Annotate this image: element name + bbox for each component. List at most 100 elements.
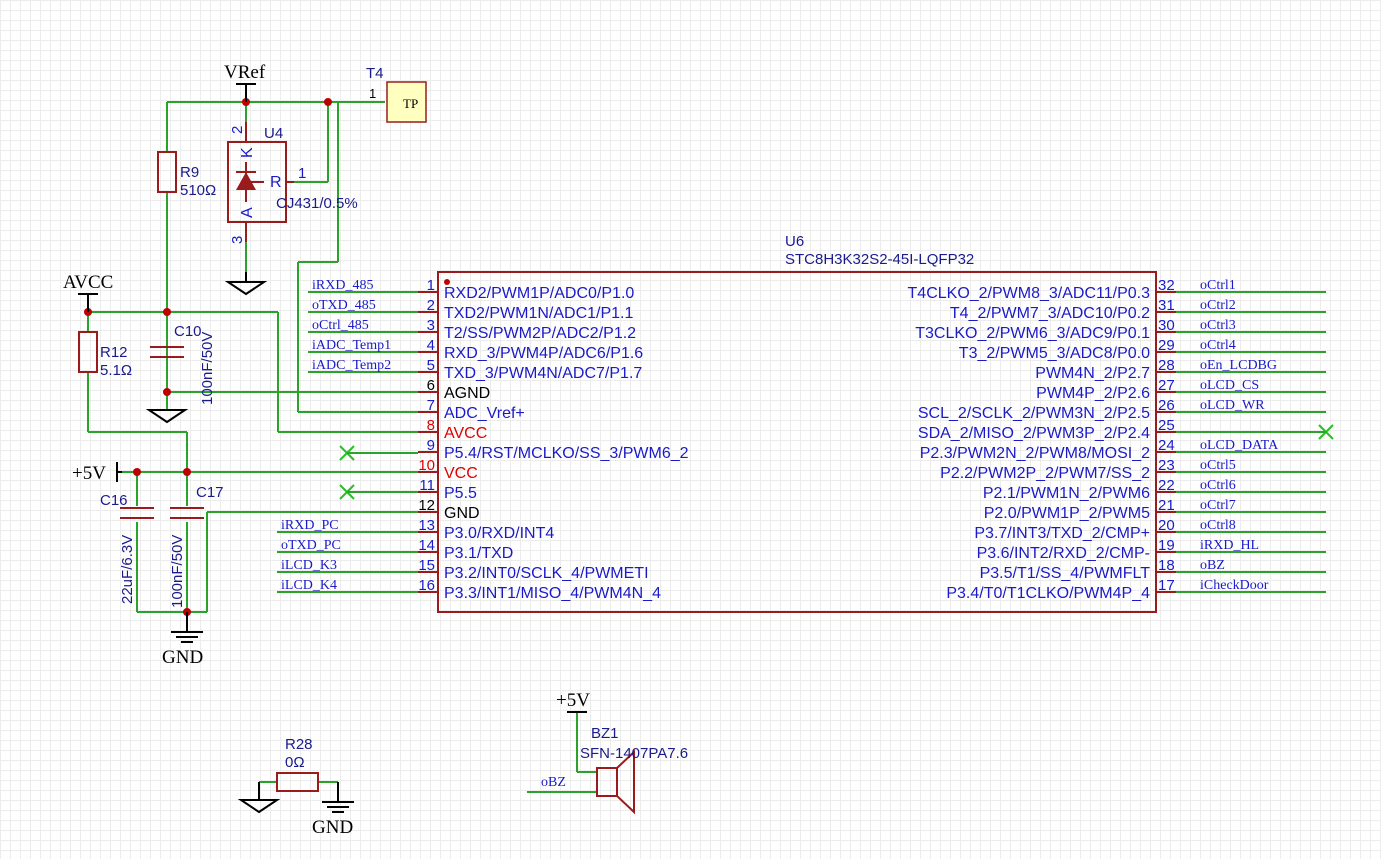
- net-label: oCtrl_485: [312, 318, 369, 333]
- r12-value: 5.1Ω: [100, 362, 132, 379]
- r9-resistor: R9 510Ω: [157, 151, 216, 199]
- net-label: oCtrl5: [1200, 458, 1236, 473]
- u6-pin-number: 19: [1158, 537, 1175, 554]
- net-label: iADC_Temp2: [312, 358, 391, 373]
- u6-pin-1: 1 RXD2/PWM1P/ADC0/P1.0 iRXD_485: [308, 277, 634, 302]
- u6-pin-number: 26: [1158, 397, 1175, 414]
- net-label: iLCD_K4: [281, 578, 337, 593]
- net-label: oLCD_WR: [1200, 398, 1265, 413]
- c16-capacitor: C16 22uF/6.3V: [100, 492, 154, 604]
- u6-pin-name: P3.0/RXD/INT4: [444, 525, 554, 542]
- vref-power-symbol: VRef: [224, 62, 266, 102]
- u6-pin-number: 24: [1158, 437, 1175, 454]
- buzzer-net-label: oBZ: [541, 775, 566, 790]
- u6-pin-name: P2.1/PWM1N_2/PWM6: [983, 485, 1150, 502]
- u6-part-number: STC8H3K32S2-45I-LQFP32: [785, 251, 974, 268]
- u6-pin-name: AVCC: [444, 425, 487, 442]
- net-label: oEn_LCDBG: [1200, 358, 1277, 373]
- u4-pin-a-name: A: [239, 207, 256, 218]
- net-label: oCtrl7: [1200, 498, 1236, 513]
- u6-pin-25: 25 SDA_2/MISO_2/PWM3P_2/P2.4: [918, 417, 1176, 442]
- u6-pin-number: 3: [427, 317, 435, 334]
- u6-pin-name: RXD_3/PWM4P/ADC6/P1.6: [444, 345, 643, 362]
- u6-pin-number: 17: [1158, 577, 1175, 594]
- net-label: iRXD_485: [312, 278, 373, 293]
- r9-designator: R9: [180, 164, 199, 181]
- u6-pin-number: 29: [1158, 337, 1175, 354]
- agnd-symbol-c10: [145, 409, 189, 424]
- p5v-power-symbol: +5V: [72, 462, 122, 484]
- t4-pin-number: 1: [369, 86, 376, 101]
- net-label: iRXD_HL: [1200, 538, 1259, 553]
- r12-resistor: R12 5.1Ω: [78, 331, 132, 379]
- vref-label: VRef: [224, 62, 266, 83]
- u6-pin-name: P5.4/RST/MCLKO/SS_3/PWM6_2: [444, 445, 689, 462]
- r28-value: 0Ω: [285, 754, 305, 771]
- u6-pin-number: 10: [418, 457, 435, 474]
- u4-pin2-number: 2: [229, 126, 246, 134]
- u6-pin-8: 8 AVCC: [418, 417, 487, 442]
- u6-pin-number: 28: [1158, 357, 1175, 374]
- c10-value: 100nF/50V: [199, 332, 216, 405]
- u6-pin-number: 8: [427, 417, 435, 434]
- gnd-symbol-r28: GND: [312, 782, 354, 838]
- net-label: iRXD_PC: [281, 518, 339, 533]
- u6-pin-name: P3.3/INT1/MISO_4/PWM4N_4: [444, 585, 661, 602]
- u6-pin-number: 25: [1158, 417, 1175, 434]
- u6-pin-name: P2.0/PWM1P_2/PWM5: [984, 505, 1150, 522]
- u6-pin-21: 21 P2.0/PWM1P_2/PWM5 oCtrl7: [984, 497, 1326, 522]
- u6-pin-name: PWM4N_2/P2.7: [1035, 365, 1150, 382]
- u6-pin-number: 13: [418, 517, 435, 534]
- u4-value: CJ431/0.5%: [276, 195, 358, 212]
- u6-pin-number: 4: [427, 337, 435, 354]
- c10-designator: C10: [174, 323, 202, 340]
- t4-testpoint: TP T4 1: [366, 65, 427, 123]
- u6-pin-number: 18: [1158, 557, 1175, 574]
- u6-pin-name: TXD_3/PWM4N/ADC7/P1.7: [444, 365, 642, 382]
- u6-pin-number: 23: [1158, 457, 1175, 474]
- u6-pin-number: 6: [427, 377, 435, 394]
- r28-designator: R28: [285, 736, 313, 753]
- net-label: oLCD_CS: [1200, 378, 1259, 393]
- u4-reference: U4 CJ431/0.5% R 1 K A 2 3: [227, 122, 358, 244]
- agnd-symbol-u4: [224, 272, 268, 296]
- c17-designator: C17: [196, 484, 224, 501]
- gnd-label: GND: [162, 647, 203, 668]
- t4-label: TP: [403, 96, 418, 111]
- r9-value: 510Ω: [180, 182, 216, 199]
- u6-pin-name: P2.3/PWM2N_2/PWM8/MOSI_2: [920, 445, 1150, 462]
- u6-pin-13: 13 P3.0/RXD/INT4 iRXD_PC: [277, 517, 554, 542]
- u6-pin-name: SDA_2/MISO_2/PWM3P_2/P2.4: [918, 425, 1150, 442]
- u6-pin-name: RXD2/PWM1P/ADC0/P1.0: [444, 285, 634, 302]
- c16-designator: C16: [100, 492, 128, 509]
- bz1-value: SFN-1407PA7.6: [580, 745, 688, 762]
- u6-pin-name: GND: [444, 505, 480, 522]
- bz1-designator: BZ1: [591, 725, 619, 742]
- t4-designator: T4: [366, 65, 384, 82]
- u6-pin-number: 21: [1158, 497, 1175, 514]
- u4-pin1-number: 1: [298, 165, 306, 182]
- p5v2-label: +5V: [556, 690, 590, 711]
- u6-pin-number: 2: [427, 297, 435, 314]
- net-label: iLCD_K3: [281, 558, 337, 573]
- u6-pin-name: SCL_2/SCLK_2/PWM3N_2/P2.5: [918, 405, 1150, 422]
- u6-pin-number: 1: [427, 277, 435, 294]
- u6-pin-28: 28 PWM4N_2/P2.7 oEn_LCDBG: [1035, 357, 1326, 382]
- net-label: iCheckDoor: [1200, 578, 1269, 593]
